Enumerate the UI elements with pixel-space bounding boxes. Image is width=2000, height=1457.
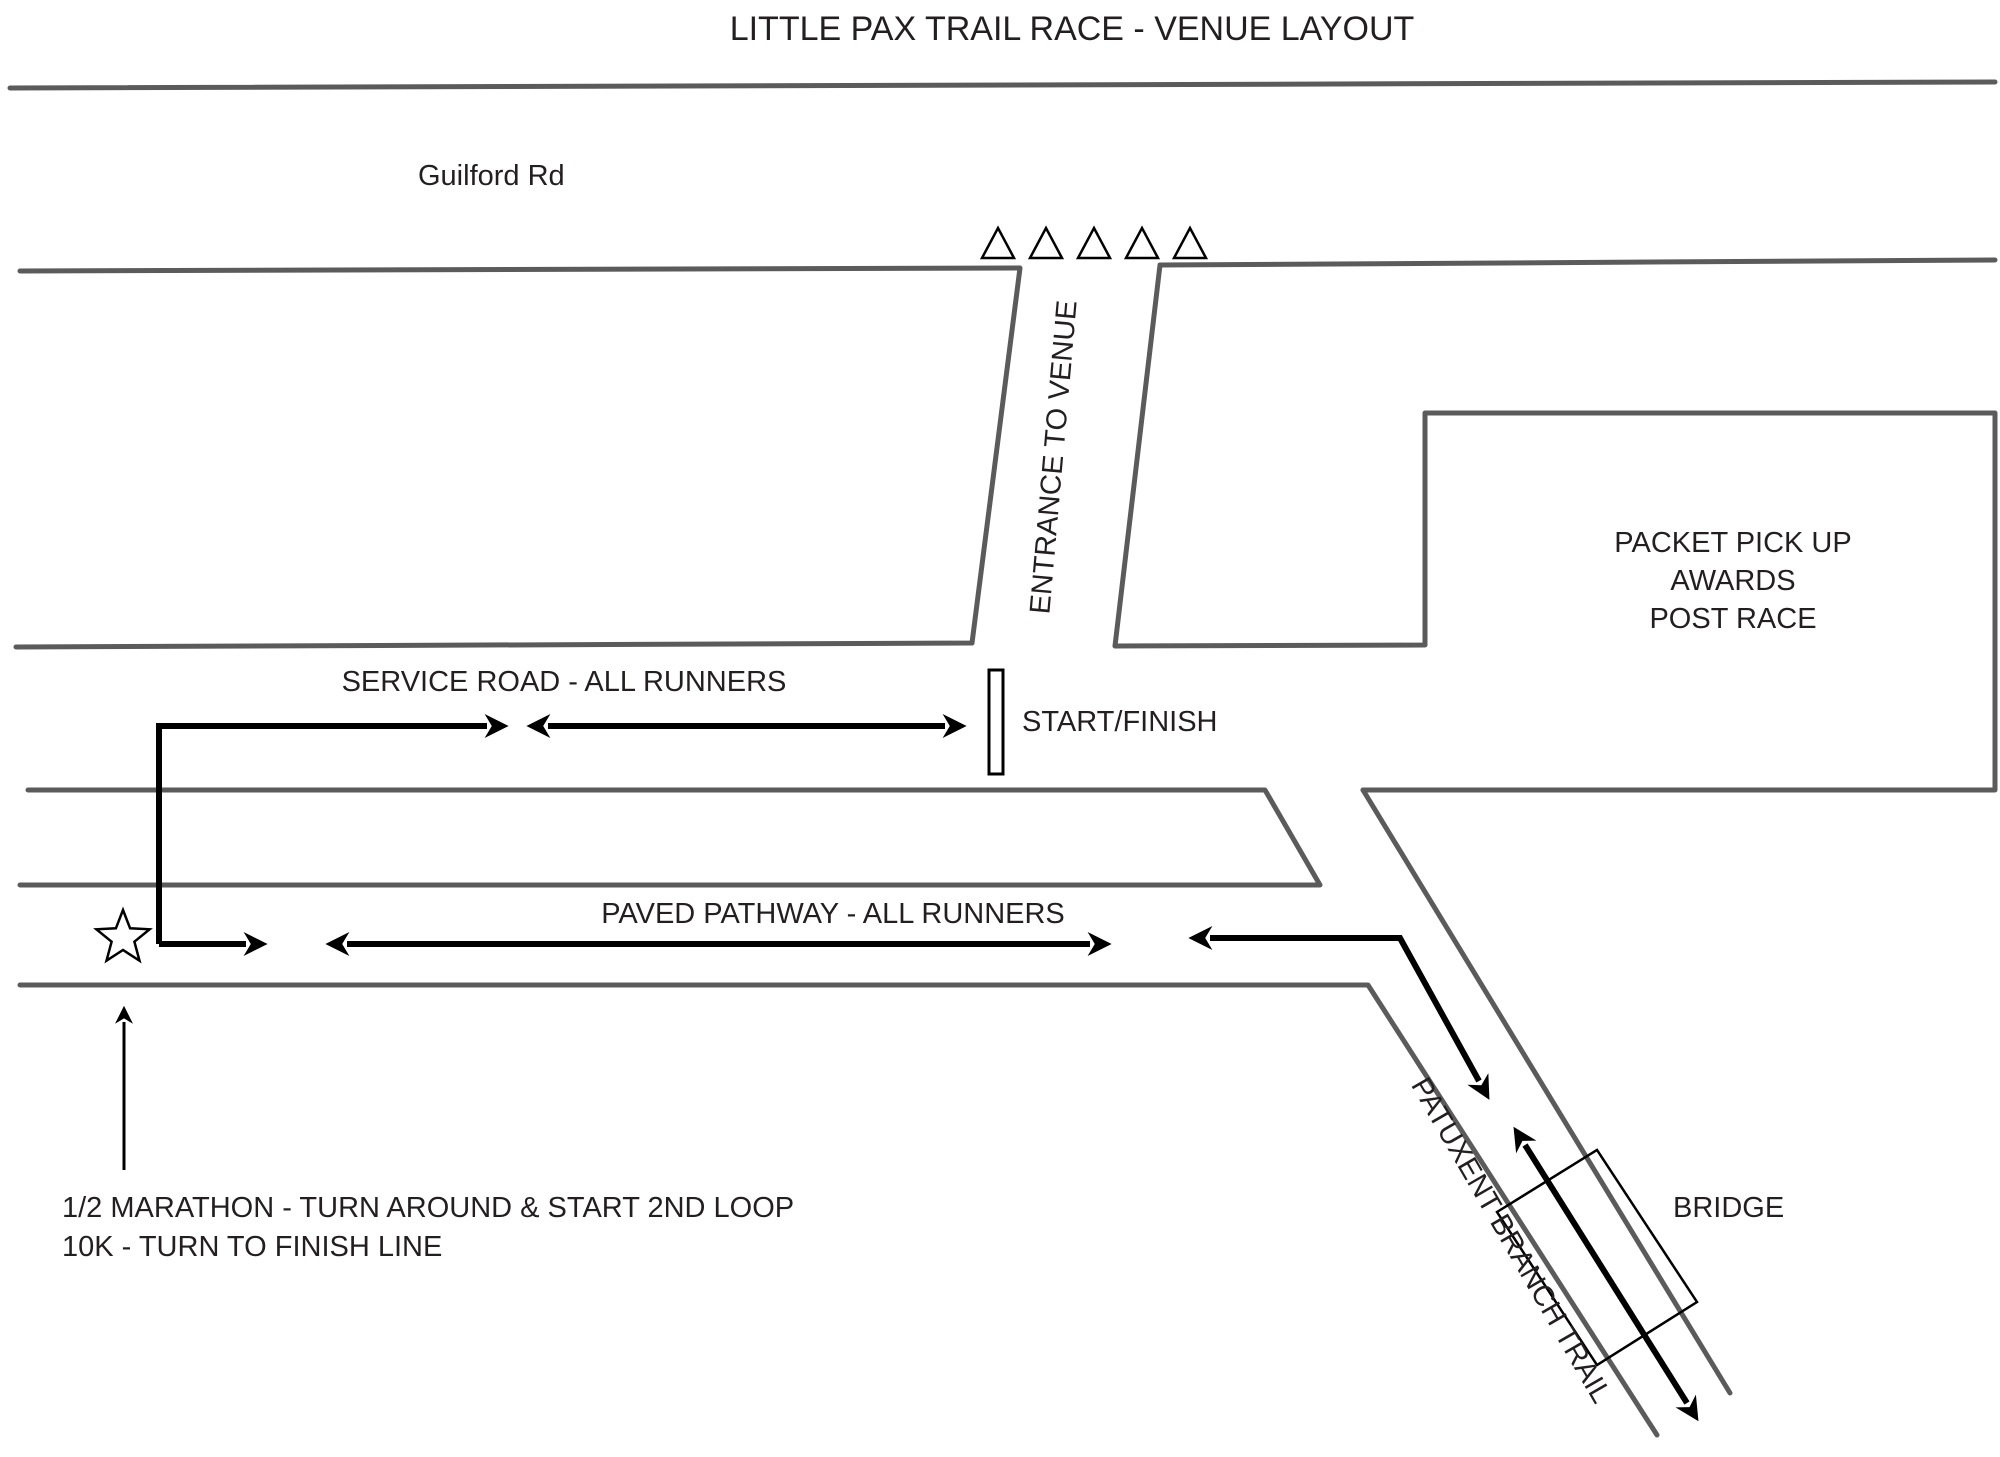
- star-icon: [93, 906, 153, 964]
- packet-pickup-label: PACKET PICK UP: [1614, 527, 1851, 559]
- turnaround-point: 1/2 MARATHON - TURN AROUND & START 2ND L…: [62, 906, 794, 1263]
- start-finish: START/FINISH: [987, 668, 1218, 776]
- entrance-road-east-edge: [1112, 257, 1998, 649]
- paved-pathway-label: PAVED PATHWAY - ALL RUNNERS: [601, 898, 1065, 930]
- route-service-road-out: [156, 714, 509, 944]
- route-trail-junction: [1188, 926, 1490, 1100]
- service-road-label: SERVICE ROAD - ALL RUNNERS: [342, 666, 787, 698]
- turnaround-label-half-marathon: 1/2 MARATHON - TURN AROUND & START 2ND L…: [62, 1192, 794, 1224]
- median-strip: [17, 787, 1323, 888]
- guilford-road-north-edge: [7, 79, 1998, 91]
- triangle-icon: [1075, 225, 1113, 260]
- bridge-outline: [1495, 1148, 1699, 1367]
- packet-pickup-outline: [1112, 410, 1998, 793]
- bridge: BRIDGE: [1495, 1148, 1784, 1367]
- start-finish-label: START/FINISH: [1022, 706, 1218, 738]
- triangle-icon: [1171, 225, 1209, 260]
- packet-pickup-area: PACKET PICK UP AWARDS POST RACE: [1112, 410, 1998, 793]
- triangle-icon: [1027, 225, 1065, 260]
- entrance-label: ENTRANCE TO VENUE: [1024, 299, 1083, 615]
- triangle-icon: [1123, 225, 1161, 260]
- guilford-road: Guilford Rd: [7, 79, 1998, 192]
- upper-left-block: [13, 265, 1023, 650]
- finish-line-icon: [987, 668, 1005, 776]
- entrance-markers: [979, 225, 1209, 260]
- route-trail-two-way: [1513, 1126, 1699, 1422]
- bridge-label: BRIDGE: [1673, 1192, 1784, 1224]
- triangle-icon: [979, 225, 1017, 260]
- turnaround-label-10k: 10K - TURN TO FINISH LINE: [62, 1231, 442, 1263]
- race-route: [156, 714, 1699, 1422]
- guilford-road-label: Guilford Rd: [418, 160, 565, 192]
- post-race-label: POST RACE: [1649, 603, 1816, 635]
- awards-label: AWARDS: [1670, 565, 1795, 597]
- map-title: LITTLE PAX TRAIL RACE - VENUE LAYOUT: [730, 10, 1415, 48]
